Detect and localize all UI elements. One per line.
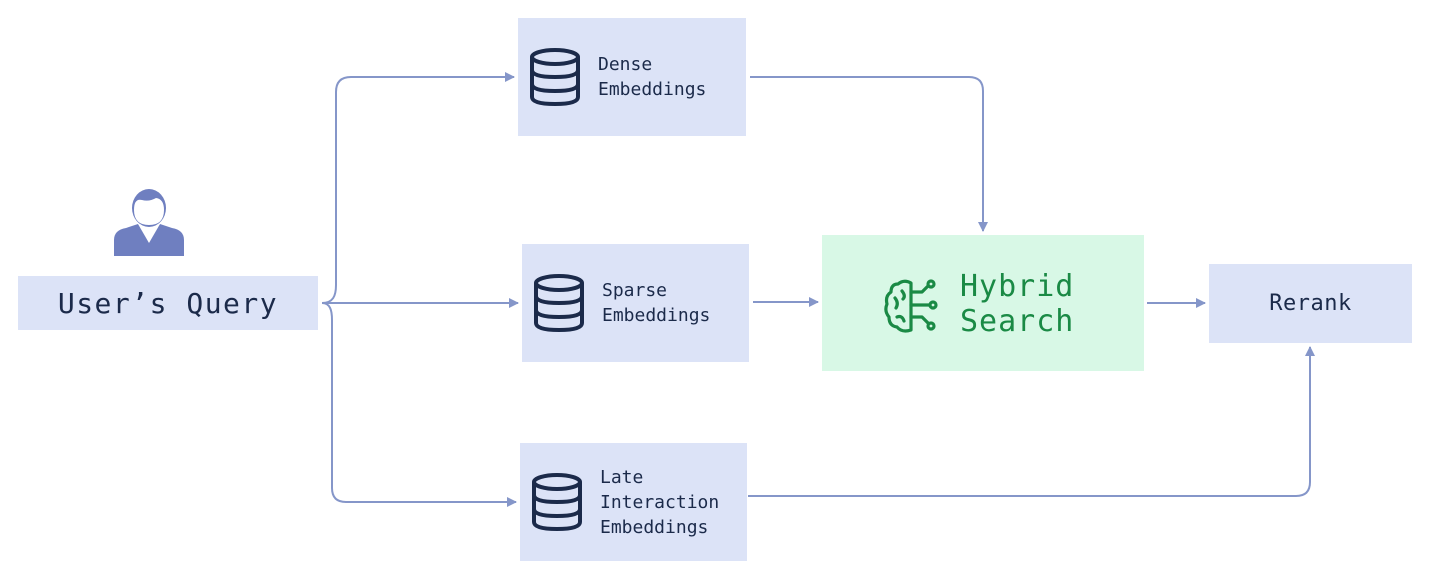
dense-embeddings-box: Dense Embeddings [518,18,746,136]
hybrid-search-label: Hybrid Search [960,269,1075,339]
brain-circuit-icon [884,279,938,333]
database-icon [532,473,582,531]
edge-dense-to-hybrid [750,76,988,232]
user-icon [114,189,184,256]
database-icon [530,48,580,106]
sparse-embeddings-label: Sparse Embeddings [602,280,711,326]
database-icon [534,274,584,332]
hybrid-search-box: Hybrid Search [822,235,1144,371]
late-interaction-embeddings-label: Late Interaction Embeddings [600,467,720,538]
edge-query-to-late [321,302,517,507]
dense-embeddings-label: Dense Embeddings [598,54,707,100]
sparse-embeddings-box: Sparse Embeddings [522,244,749,362]
rerank-label: Rerank [1269,291,1352,316]
edge-query-to-dense [321,72,515,304]
rerank-box: Rerank [1209,264,1412,343]
query-box: User’s Query [18,276,318,330]
query-label: User’s Query [57,286,279,320]
late-interaction-embeddings-box: Late Interaction Embeddings [520,443,747,561]
edge-late-to-rerank [748,346,1315,497]
